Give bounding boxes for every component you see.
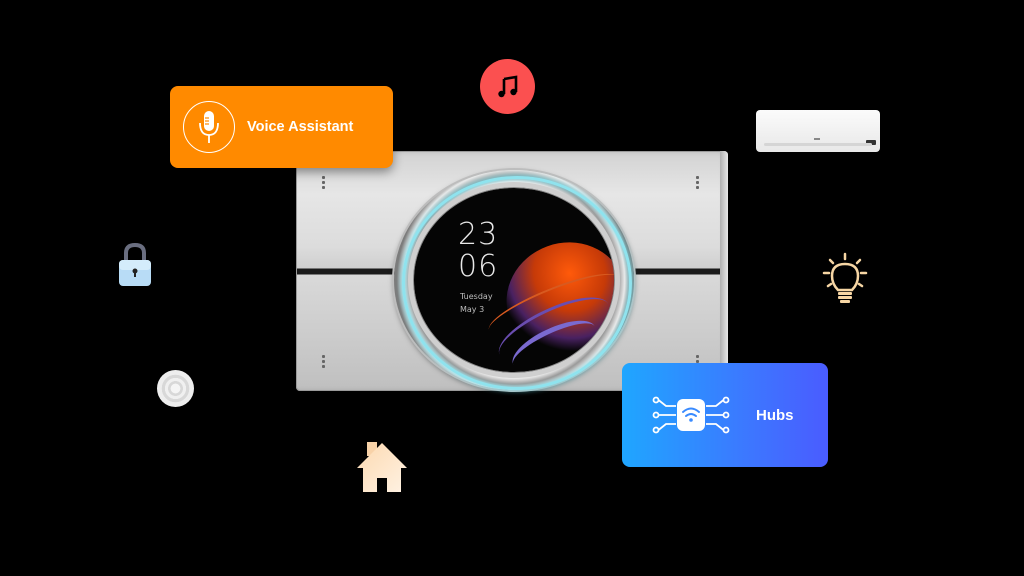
- button-indicator-bottom-left[interactable]: [322, 355, 325, 368]
- ac-display: [866, 140, 876, 145]
- lock-icon[interactable]: [117, 242, 153, 288]
- air-conditioner-icon[interactable]: [756, 110, 880, 152]
- wifi-hub-icon: [652, 396, 730, 434]
- home-icon[interactable]: [355, 440, 409, 494]
- clock-hour: 23: [458, 217, 499, 252]
- music-icon[interactable]: [480, 59, 535, 114]
- date-label: May 3: [460, 305, 485, 314]
- hubs-label: Hubs: [756, 406, 794, 424]
- knob-glow-ring: [402, 176, 632, 390]
- clock-minute: 06: [458, 249, 499, 284]
- light-bulb-icon[interactable]: [822, 252, 868, 308]
- sensor-icon[interactable]: [157, 370, 194, 407]
- round-display[interactable]: 23 06 Tuesday May 3: [414, 188, 614, 372]
- ac-logo: [814, 138, 820, 140]
- button-indicator-top-right[interactable]: [696, 176, 699, 189]
- voice-assistant-label: Voice Assistant: [247, 119, 354, 135]
- ac-vent: [764, 143, 872, 146]
- panel-edge: [720, 151, 728, 391]
- button-indicator-top-left[interactable]: [322, 176, 325, 189]
- hubs-card[interactable]: Hubs: [622, 363, 828, 467]
- voice-assistant-card[interactable]: Voice Assistant: [170, 86, 393, 168]
- microphone-icon: [183, 101, 235, 153]
- weekday-label: Tuesday: [460, 292, 493, 301]
- knob-silver-ring: [408, 182, 620, 378]
